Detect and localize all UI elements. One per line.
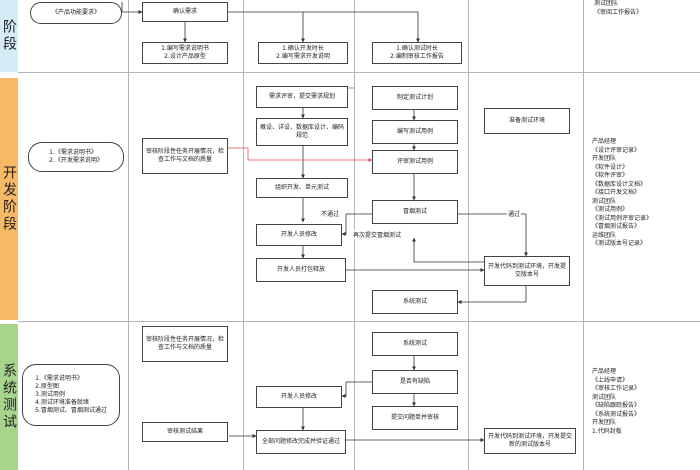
phase-development: 开发阶段 [0, 78, 18, 320]
node-smoke-test: 冒烟测试 [372, 200, 458, 224]
node-write-requirements: 1.编写需求说明书 2.设计产品原型 [142, 42, 228, 64]
node-all-fixed: 全部问题修改完成并验证通过 [256, 430, 346, 454]
node-defect-tracking: 是否有缺陷 [372, 370, 458, 394]
node-deploy-build: 开发代码到测试环境，开发提交版本号 [484, 256, 570, 286]
system-test-doc-list: 1.《需求说明书》 2.原型图 3.测试用例 4.测试环境准备就绪 5.冒烟测试… [22, 364, 120, 426]
node-submit-defect: 提交问题单并审核 [372, 406, 458, 430]
edge-label-pass: 通过 [507, 209, 522, 218]
phase-system-test: 系统测试 [0, 324, 18, 470]
column-divider [583, 0, 584, 470]
edge-label-not-pass: 不通过 [320, 209, 341, 218]
node-dev-fix: 开发人员修改 [256, 224, 342, 246]
node-design-review: 概设、详设、数据库设计、编码规范 [256, 118, 348, 146]
node-dev-package: 开发人员打包释放 [256, 258, 346, 282]
development-doc-list: 1.《需求说明书》 2.《开发需求说明》 [28, 142, 124, 172]
row-divider [18, 72, 700, 73]
edge-label-resubmit: 再次提交冒烟测试 [352, 230, 403, 239]
node-review-test-docs: 审核阶段性任务开展情况，检查工作与文档的质量 [142, 326, 228, 362]
node-confirm-requirements: 确认需求 [142, 2, 228, 22]
node-review-dev-docs: 审核阶段性任务开展情况，检查工作与文档的质量 [142, 138, 228, 174]
column-divider [468, 0, 469, 470]
node-system-test-dev: 系统测试 [372, 290, 458, 314]
node-review-cases: 评审测试用例 [372, 150, 458, 174]
phase-requirements: 阶段 [0, 0, 18, 72]
node-review-test-results: 审核测试结果 [142, 422, 228, 442]
node-test-plan: 制定测试计划 [372, 86, 458, 110]
node-redeploy-build: 开发代码到测试环境，开发提交新的测试版本号 [484, 428, 576, 454]
node-dev-fix-2: 开发人员修改 [256, 386, 342, 408]
node-requirements-review: 需求评审，提交需求规划 [256, 86, 348, 108]
node-env-prep: 准备测试环境 [484, 108, 570, 134]
node-test-confirm: 1.确认测试时长 2.编制审核工作报告 [372, 42, 462, 64]
requirements-deliverables: 测试团队 《审阅工作报告》 [594, 0, 643, 16]
development-deliverables: 产品经理 《设计评审记录》 开发团队 《软件设计》 《软件评审》 《数据库设计文… [592, 138, 653, 247]
node-system-test-run: 系统测试 [372, 332, 458, 356]
node-dev-confirm: 1.确认开发时长 2.编写需求开发说明 [258, 42, 348, 64]
system-test-deliverables: 产品经理 《上线申请》 《审核工作记录》 测试团队 《缺陷跟踪报告》 《系统测试… [592, 368, 641, 435]
row-divider [18, 321, 700, 322]
column-divider [243, 0, 244, 470]
node-dev-unit-test: 组织开发、单元测试 [256, 178, 348, 198]
column-divider [128, 0, 129, 470]
requirements-doc-list: 《产品功能要求》 [30, 2, 122, 24]
node-write-cases: 编写测试用例 [372, 120, 458, 144]
